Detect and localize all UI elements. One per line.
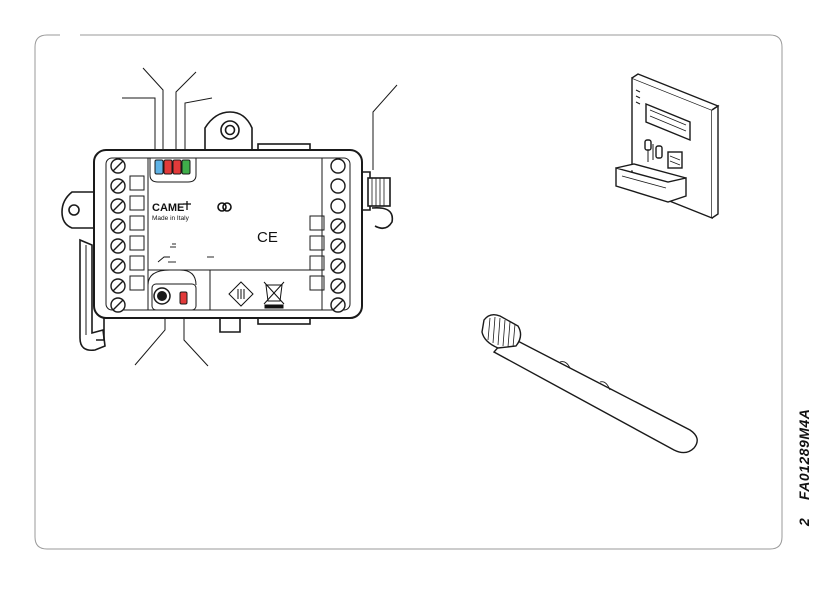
page-number: 2	[796, 518, 812, 526]
ce-mark: CE	[257, 229, 278, 246]
led-red	[173, 160, 181, 174]
led-green	[182, 160, 190, 174]
program-button	[154, 288, 170, 304]
receiver-module	[62, 68, 397, 366]
brand-name: CAME	[152, 202, 184, 214]
antenna-connector	[360, 172, 392, 228]
terminal-screw	[331, 179, 345, 193]
led-red	[164, 160, 172, 174]
led-blue	[155, 160, 163, 174]
document-code: FA01289M4A	[796, 409, 812, 500]
brand-subtitle: Made in Italy	[152, 215, 190, 222]
antenna	[482, 315, 697, 453]
led-red-bottom	[180, 292, 187, 304]
terminal-screw	[331, 159, 345, 173]
antenna-base-knurled	[482, 315, 521, 348]
terminal-screw	[331, 199, 345, 213]
plug-in-card	[616, 74, 718, 218]
